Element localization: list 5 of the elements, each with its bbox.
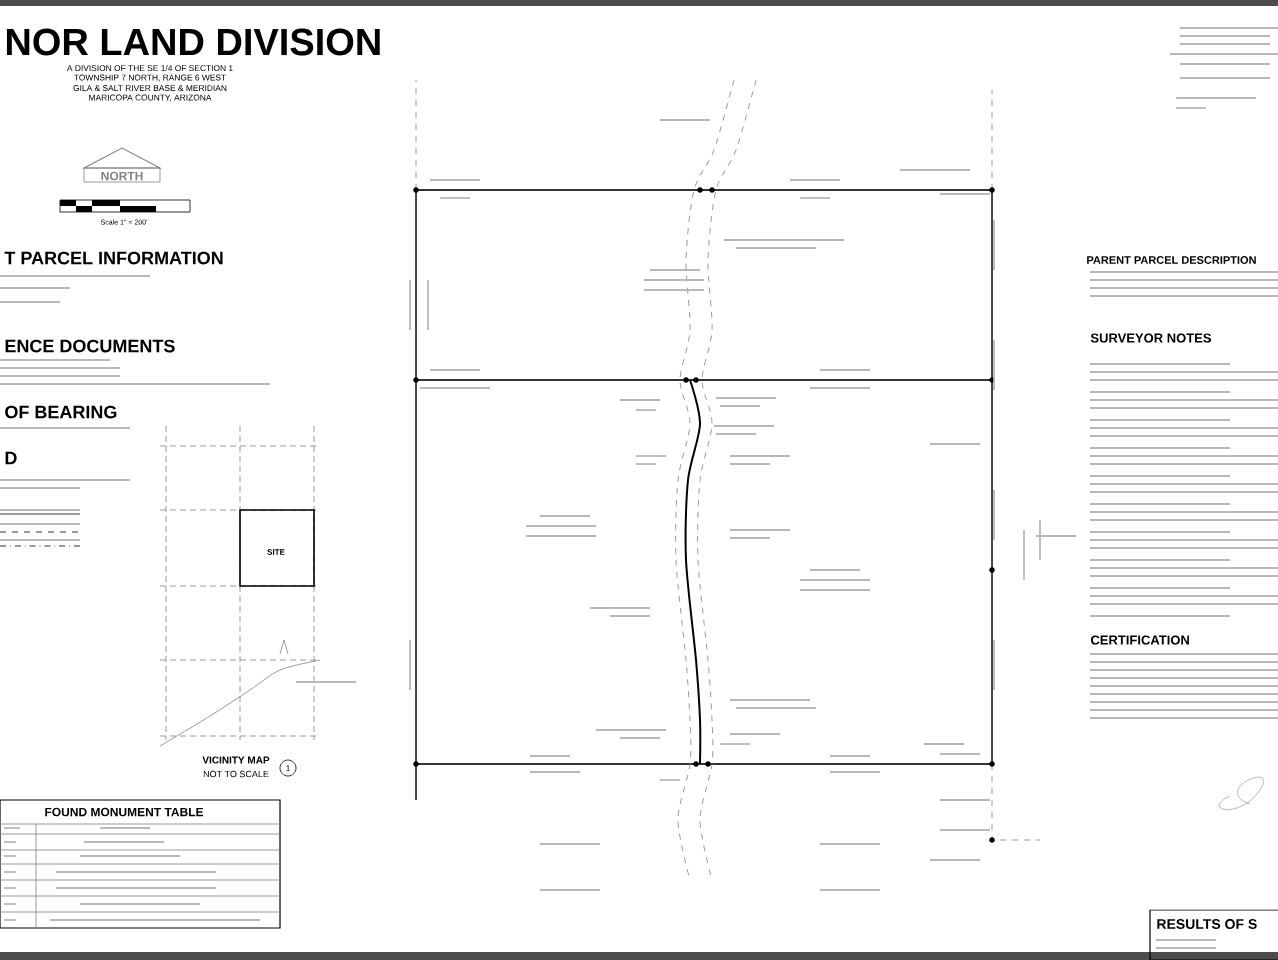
title: NOR LAND DIVISION xyxy=(6,28,380,56)
section-heading: ENCE DOCUMENTS xyxy=(5,339,175,353)
section-heading: D xyxy=(5,451,17,465)
section-heading: OF BEARING xyxy=(5,405,117,419)
section-heading: T PARCEL INFORMATION xyxy=(4,251,223,265)
